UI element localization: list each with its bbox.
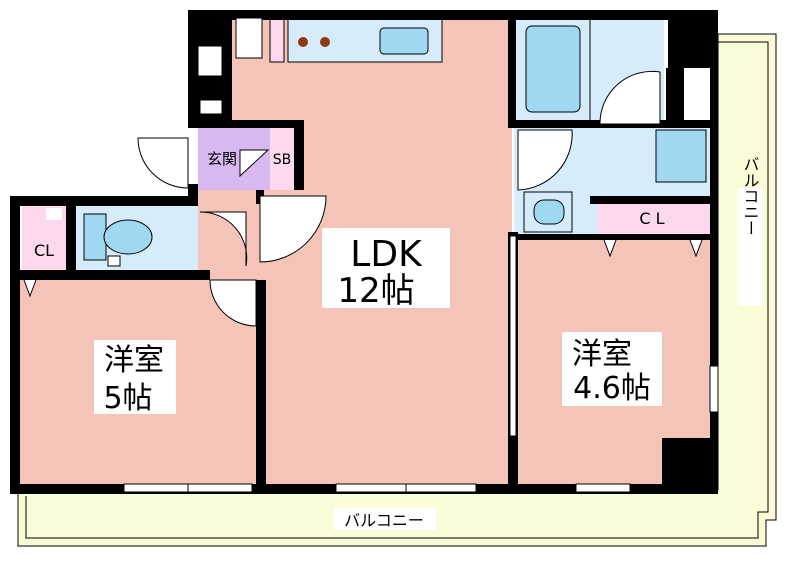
bathtub [525, 25, 581, 113]
ldk-size: 12帖 [337, 271, 414, 311]
doors [137, 70, 661, 327]
stove-burner-left [298, 37, 308, 47]
stove-burner-right [320, 37, 330, 47]
closet-right-label: C L [639, 209, 664, 228]
kitchen-sink [379, 27, 429, 55]
hall-floor [196, 190, 262, 280]
western-5-label-bg [94, 340, 176, 414]
closet-right-area [598, 200, 710, 236]
washing-machine-space [655, 129, 707, 183]
fridge-space [269, 17, 285, 63]
windows [123, 235, 719, 493]
closet-hangers [23, 239, 703, 298]
entrance-label: 玄関 [207, 150, 237, 168]
toilet-bowl [103, 219, 153, 255]
balcony-bottom-label-bg [334, 508, 436, 530]
ldk-name: LDK [350, 234, 423, 275]
balcony-right-label: バルコニー [741, 156, 760, 236]
wash-bowl [533, 199, 565, 225]
western-46-size: 4.6帖 [573, 371, 651, 406]
balcony-inner-line [25, 41, 769, 539]
balcony-right-label-bg [738, 188, 762, 306]
toilet-paper [107, 255, 121, 267]
toilet-tank [83, 213, 107, 261]
closet-left-label: CL [34, 241, 54, 260]
wall-window-top [235, 17, 263, 59]
western-5-size: 5帖 [103, 381, 152, 416]
balcony-bottom-label: バルコニー [344, 511, 424, 530]
shoe-box-area [270, 128, 296, 190]
western-46-label-bg [562, 332, 662, 406]
wall-window-top-left [197, 45, 223, 77]
western-5-name: 洋室 [104, 343, 164, 378]
shoe-box-label: SB [273, 152, 292, 168]
western-46-name: 洋室 [572, 337, 632, 372]
ldk-label-bg [322, 228, 450, 308]
